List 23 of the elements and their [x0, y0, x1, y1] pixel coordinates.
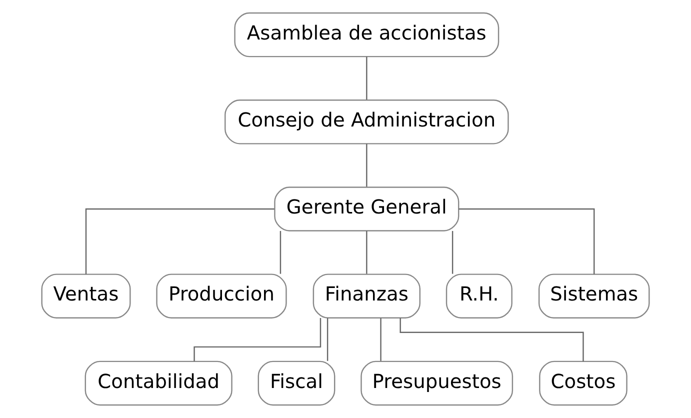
node-box: Produccion — [156, 274, 287, 318]
node-box: Sistemas — [538, 274, 650, 318]
node-box: Contabilidad — [84, 360, 232, 406]
node-box: Consejo de Administracion — [224, 100, 509, 144]
connector — [366, 230, 368, 274]
connector — [85, 208, 274, 274]
node-box: Asamblea de accionistas — [234, 12, 500, 58]
node-box: Presupuestos — [360, 360, 514, 406]
connector — [400, 318, 584, 362]
connector — [194, 318, 322, 362]
node-box: Fiscal — [258, 360, 336, 406]
node-box: R.H. — [446, 274, 512, 318]
node-box: Costos — [539, 360, 628, 406]
node-box: Ventas — [41, 274, 131, 318]
connector — [366, 56, 368, 100]
connector — [380, 318, 382, 361]
connector — [458, 208, 595, 274]
connector — [366, 144, 368, 187]
connector — [280, 230, 282, 274]
connector — [452, 230, 454, 274]
connector — [326, 318, 328, 361]
node-box: Finanzas — [312, 274, 420, 318]
node-box: Gerente General — [274, 186, 460, 232]
